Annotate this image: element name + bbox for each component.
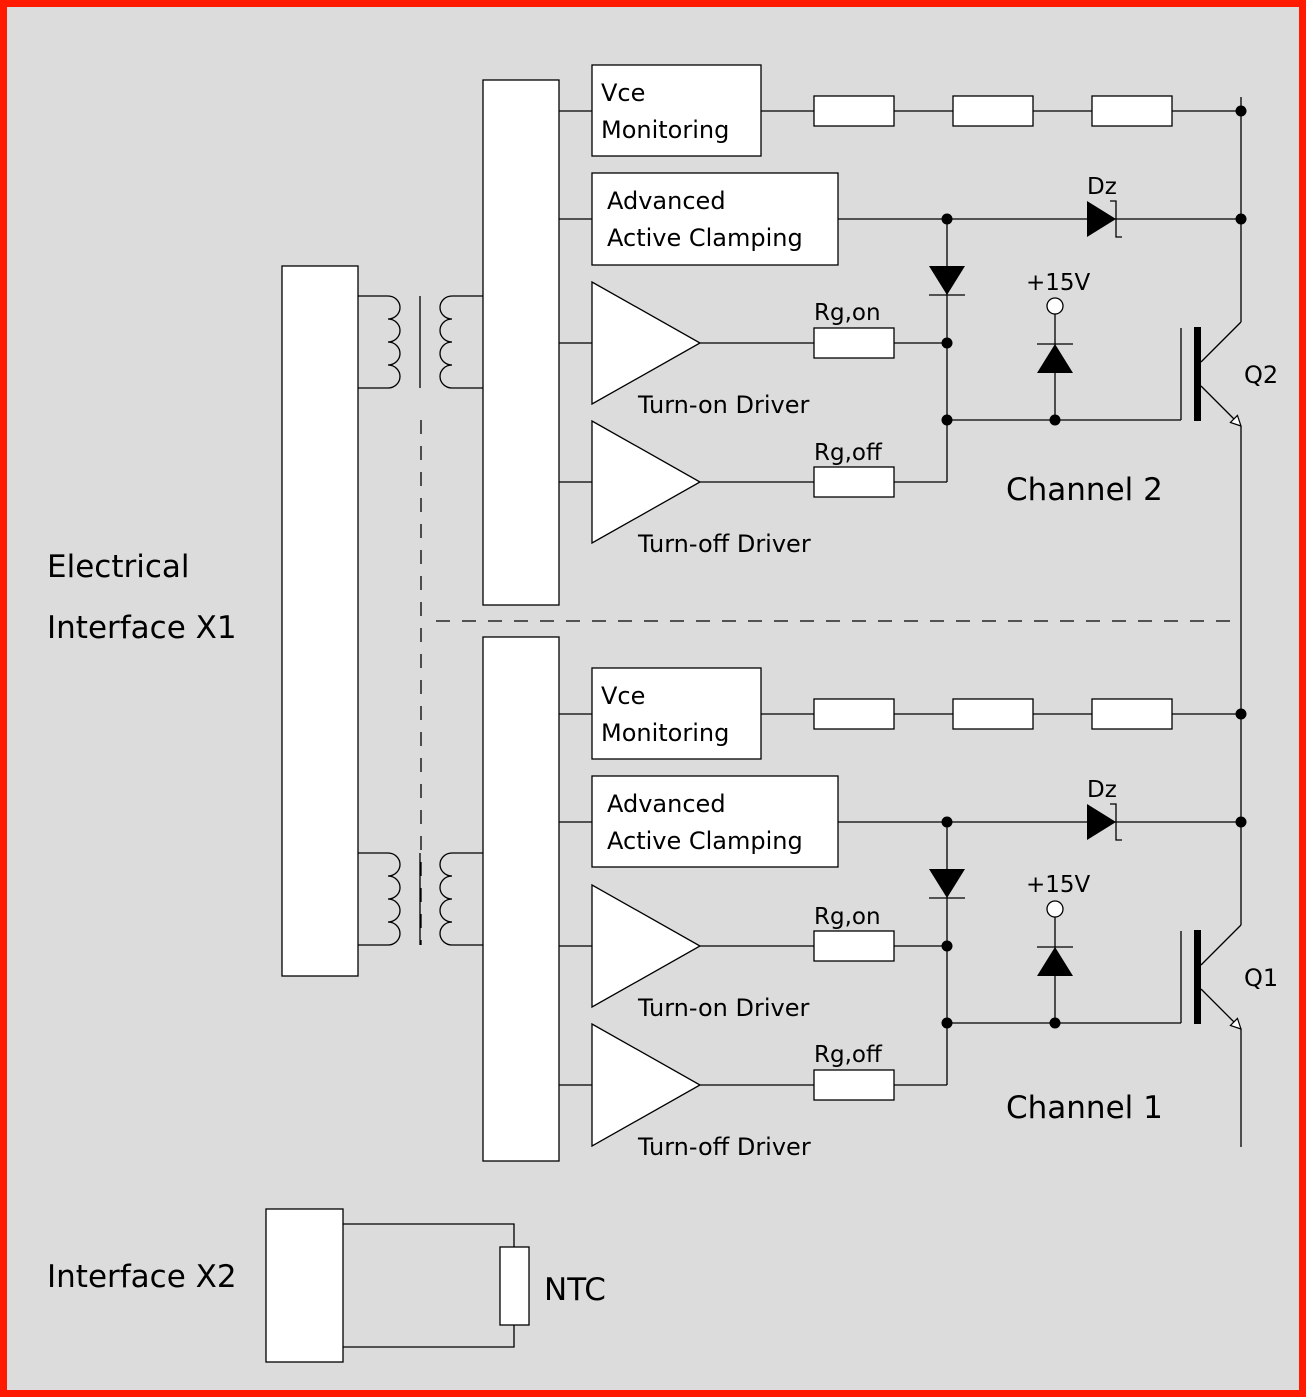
channel-2-circuit: Vce Monitoring Advanced Active Clamping … [482, 64, 1278, 606]
channel-1-active-clamping-block [591, 775, 839, 868]
channel-1-igbt-q1 [1180, 924, 1241, 1029]
channel-1-vce-monitoring-block [591, 667, 762, 760]
channel-2-rg-off-label: Rg,off [814, 440, 883, 466]
channel-2-turn-off-driver [591, 419, 702, 545]
channel-2-supply-terminal [1046, 297, 1064, 315]
channel-2-vce-label-line1: Vce [601, 79, 645, 107]
channel-1-aac-label-line2: Active Clamping [607, 827, 803, 855]
channel-1-logic-block [482, 636, 560, 1162]
channel-1-supply-diode [1037, 946, 1073, 976]
ntc-wire-top [343, 1223, 515, 1247]
channel-2-zener-diode [1087, 200, 1122, 238]
transformer-channel-1 [358, 852, 483, 946]
channel-2-vce-monitoring-block [591, 64, 762, 157]
channel-2-transistor-label: Q2 [1244, 361, 1278, 389]
channel-1-title: Channel 1 [1006, 1090, 1163, 1126]
channel-1-vce-resistor-3 [1091, 698, 1173, 730]
interface-x1-label-line1: Electrical [47, 549, 189, 585]
channel-1-turn-off-label: Turn-off Driver [637, 1133, 811, 1161]
channel-2-vce-resistor-3 [1091, 95, 1173, 127]
channel-1-rg-on-resistor [813, 930, 895, 962]
channel-2-aac-label-line1: Advanced [607, 187, 726, 215]
channel-2-aac-label-line2: Active Clamping [607, 224, 803, 252]
channel-1-transistor-label: Q1 [1244, 964, 1278, 992]
interface-x1-block [281, 265, 359, 977]
ntc-wire-bottom [343, 1325, 515, 1348]
interface-x1-label-line2: Interface X1 [47, 610, 237, 646]
channel-1-turn-on-driver [591, 883, 702, 1009]
ntc-label: NTC [544, 1272, 606, 1308]
channel-1-vce-label-line1: Vce [601, 682, 645, 710]
channel-2-turn-on-label: Turn-on Driver [637, 391, 809, 419]
channel-1-rg-on-label: Rg,on [814, 904, 881, 930]
channel-1-clamp-diode [929, 869, 965, 899]
channel-1-supply-terminal [1046, 900, 1064, 918]
channel-1-circuit: Vce Monitoring Advanced Active Clamping … [482, 636, 1278, 1162]
channel-2-igbt-q2 [1180, 321, 1241, 426]
channel-1-aac-label-line1: Advanced [607, 790, 726, 818]
channel-2-zener-label: Dz [1087, 174, 1117, 200]
channel-1-vce-resistor-2 [952, 698, 1034, 730]
channel-2-vce-label-line2: Monitoring [601, 116, 729, 144]
channel-1-rg-off-label: Rg,off [814, 1042, 883, 1068]
ntc-thermistor [499, 1246, 530, 1326]
channel-2-vce-resistor-1 [813, 95, 895, 127]
channel-2-title: Channel 2 [1006, 472, 1163, 508]
channel-2-supply-label: +15V [1026, 270, 1091, 296]
channel-1-vce-resistor-1 [813, 698, 895, 730]
interface-x2-label: Interface X2 [47, 1259, 237, 1295]
channel-2-supply-diode [1037, 343, 1073, 373]
channel-2-active-clamping-block [591, 172, 839, 266]
channel-1-zener-diode [1087, 803, 1122, 841]
channel-2-logic-block [482, 79, 560, 606]
channel-1-supply-label: +15V [1026, 872, 1091, 898]
channel-1-zener-label: Dz [1087, 777, 1117, 803]
channel-1-turn-on-label: Turn-on Driver [637, 994, 809, 1022]
channel-2-vce-resistor-2 [952, 95, 1034, 127]
channel-2-rg-on-resistor [813, 327, 895, 359]
channel-1-vce-label-line2: Monitoring [601, 719, 729, 747]
transformer-channel-2 [358, 295, 483, 389]
channel-1-rg-off-resistor [813, 1069, 895, 1101]
channel-2-clamp-diode [929, 266, 965, 296]
channel-1-turn-off-driver [591, 1022, 702, 1148]
channel-2-rg-off-resistor [813, 466, 895, 498]
channel-2-turn-on-driver [591, 280, 702, 406]
channel-2-rg-on-label: Rg,on [814, 300, 881, 326]
channel-2-turn-off-label: Turn-off Driver [637, 530, 811, 558]
interface-x2-block [265, 1208, 344, 1363]
